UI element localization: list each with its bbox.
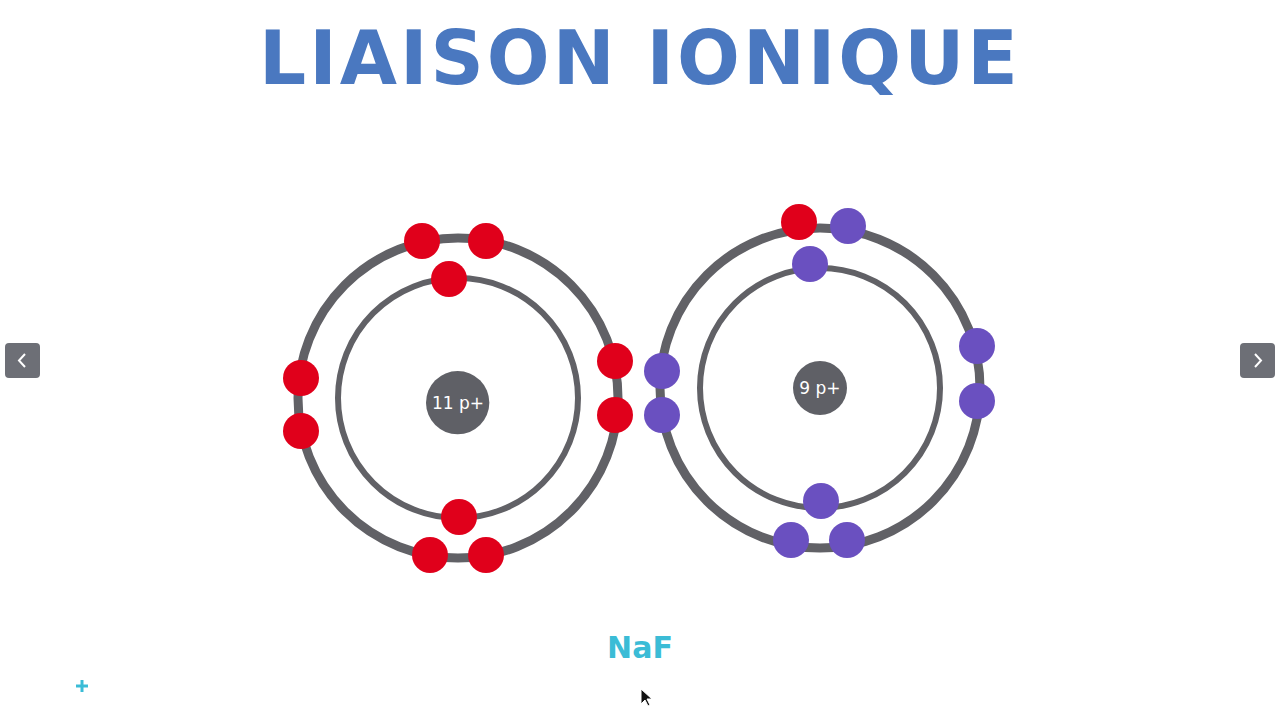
- fluorine-electrons: [644, 208, 995, 558]
- plus-icon: [76, 680, 88, 692]
- sodium-electrons: [283, 223, 633, 573]
- inner-shell: [700, 268, 940, 508]
- nav-prev-button: [5, 343, 40, 378]
- proton-count: 9 p+: [799, 379, 840, 398]
- nav-next-button: [1240, 343, 1275, 378]
- sodium-atom: [283, 223, 633, 573]
- nucleus-circle: 9 p+: [793, 361, 847, 415]
- transferred-electron: [781, 204, 817, 240]
- outer-shell: [660, 228, 980, 548]
- fluorine-atom: [644, 204, 995, 558]
- nucleus-circle: 11 p+: [426, 371, 489, 434]
- mouse-cursor: [641, 689, 652, 706]
- inner-shell: [338, 278, 578, 518]
- proton-count: 11 p+: [432, 394, 484, 413]
- title: LIAISON IONIQUE: [0, 18, 1280, 99]
- caption: NaF: [0, 630, 1280, 666]
- outer-shell: [298, 238, 618, 558]
